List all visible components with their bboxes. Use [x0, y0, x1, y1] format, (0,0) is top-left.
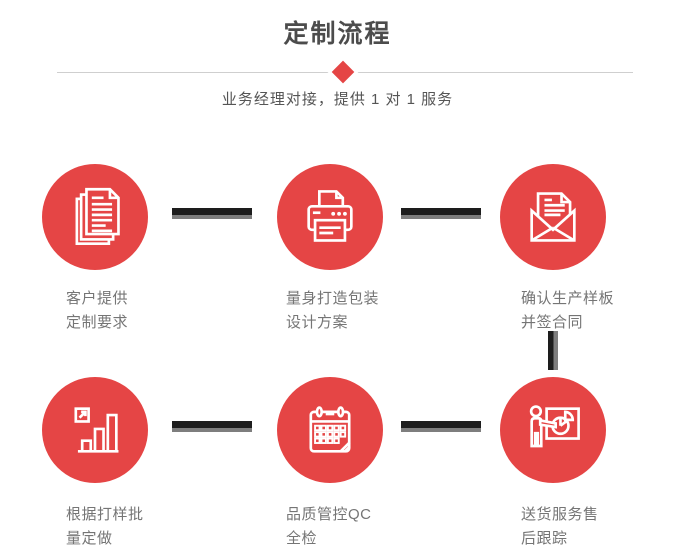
- step-circle-4: [42, 377, 148, 483]
- step-label-line: 并签合同: [521, 314, 584, 331]
- printer-icon: [307, 190, 353, 242]
- envelope-icon: [530, 192, 576, 242]
- presenter-icon: [529, 405, 580, 448]
- step-label-line: 品质管控QC: [286, 506, 372, 523]
- subtitle: 业务经理对接，提供 1 对 1 服务: [221, 91, 454, 108]
- step-label-line: 送货服务售: [521, 506, 599, 523]
- step-label-3: 确认生产样板 并签合同: [521, 287, 614, 335]
- step-label-2: 量身打造包装 设计方案: [286, 287, 379, 335]
- connector-step4-step5: [172, 421, 252, 432]
- step-circle-3: [500, 164, 606, 270]
- step-label-1: 客户提供 定制要求: [66, 287, 128, 335]
- connector-step3-step6: [548, 331, 558, 370]
- connector-step5-step6: [401, 421, 481, 432]
- step-circle-5: [277, 377, 383, 483]
- step-label-line: 量身打造包装: [286, 290, 380, 307]
- step-circle-6: [500, 377, 606, 483]
- step-label-5: 品质管控QC 全检: [286, 503, 372, 550]
- diamond-icon: [331, 60, 355, 84]
- step-label-4: 根据打样批 量定做: [66, 503, 144, 550]
- calendar-icon: [309, 406, 351, 453]
- connector-step2-step3: [401, 208, 481, 219]
- step-label-line: 全检: [286, 530, 318, 547]
- step-label-line: 客户提供: [66, 290, 129, 307]
- step-circle-2: [277, 164, 383, 270]
- page-title: 定制流程: [283, 20, 392, 48]
- step-label-line: 定制要求: [66, 314, 129, 331]
- bar-chart-icon: [74, 407, 119, 453]
- step-label-line: 后跟踪: [521, 530, 568, 547]
- step-label-line: 根据打样批: [66, 506, 144, 523]
- documents-icon: [75, 187, 120, 245]
- step-label-line: 量定做: [66, 530, 113, 547]
- step-circle-1: [42, 164, 148, 270]
- step-label-6: 送货服务售 后跟踪: [521, 503, 599, 550]
- step-label-line: 设计方案: [286, 314, 349, 331]
- step-label-line: 确认生产样板: [521, 290, 615, 307]
- connector-step1-step2: [172, 208, 252, 219]
